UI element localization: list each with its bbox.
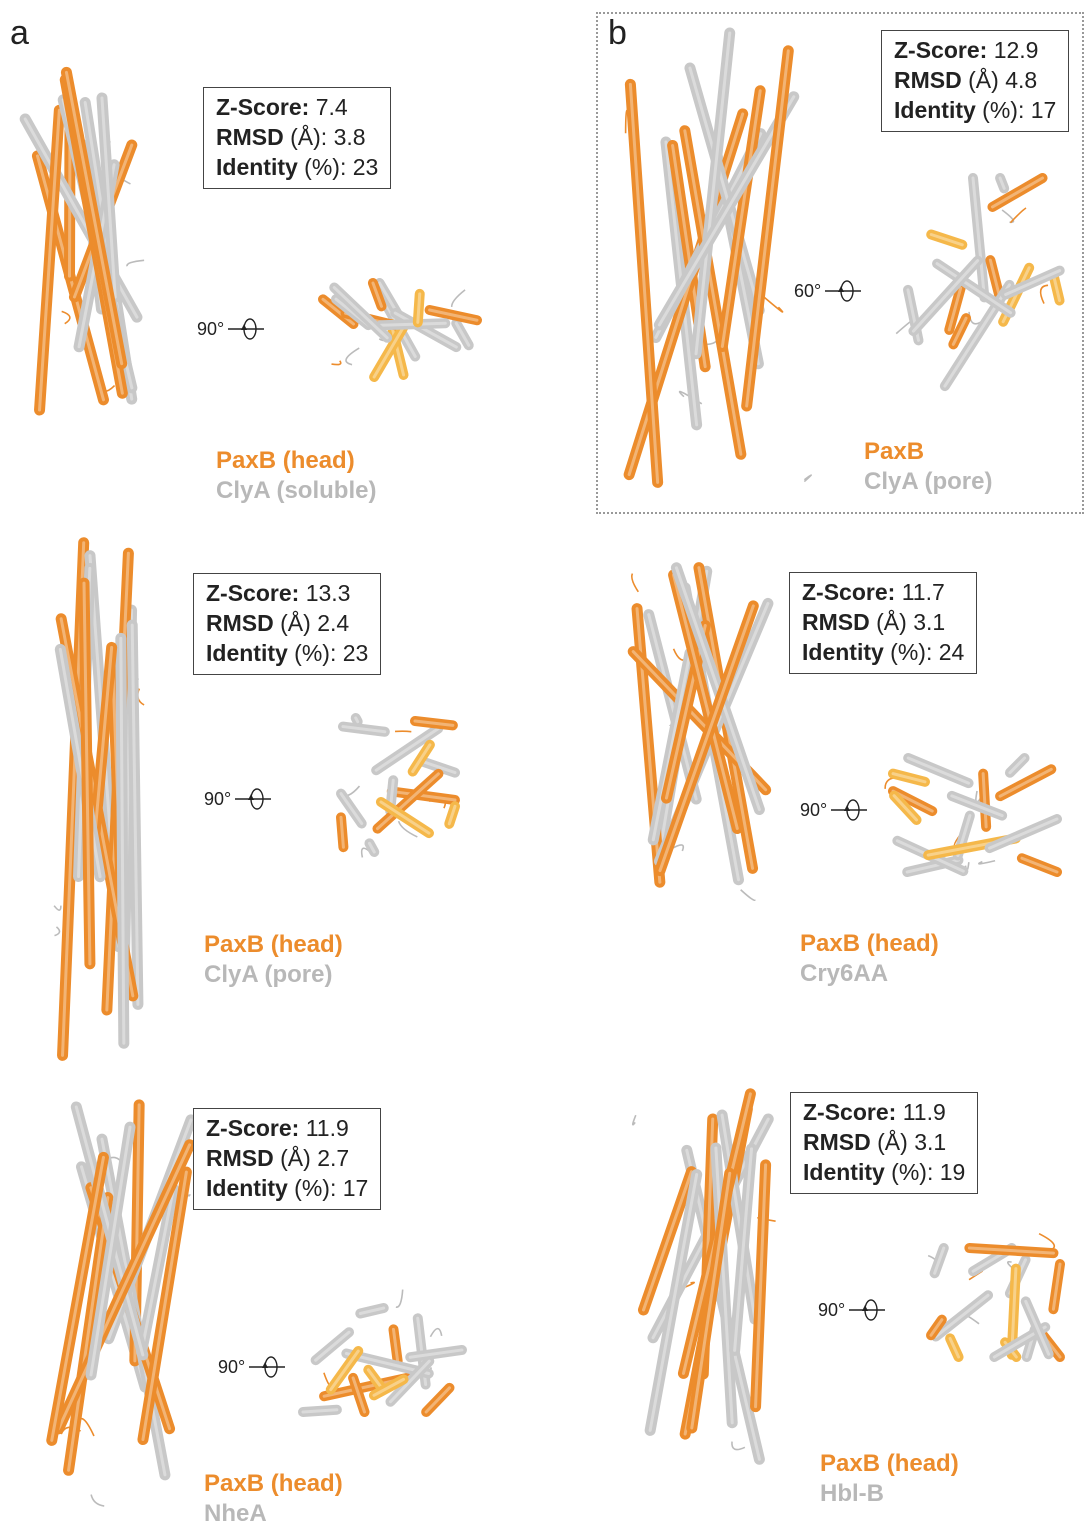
caption-5: PaxB (head) NheA	[204, 1469, 343, 1529]
caption-reference: Hbl-B	[820, 1479, 959, 1509]
caption-1: PaxB (head) ClyA (soluble)	[216, 446, 376, 506]
structure-side-view-6	[630, 1085, 790, 1475]
caption-2: PaxB ClyA (pore)	[864, 437, 992, 497]
caption-query: PaxB (head)	[204, 1469, 343, 1499]
rotation-marker-5: 90°	[218, 1354, 287, 1380]
caption-reference: ClyA (pore)	[204, 960, 343, 990]
caption-4: PaxB (head) Cry6AA	[800, 929, 939, 989]
caption-query: PaxB (head)	[820, 1449, 959, 1479]
stats-box-3: Z-Score: 13.3 RMSD (Å) 2.4 Identity (%):…	[193, 573, 381, 675]
caption-reference: NheA	[204, 1499, 343, 1529]
rotation-marker-2: 60°	[794, 278, 863, 304]
rotation-arrow-icon	[226, 316, 266, 342]
caption-reference: ClyA (soluble)	[216, 476, 376, 506]
stats-box-4: Z-Score: 11.7 RMSD (Å) 3.1 Identity (%):…	[789, 572, 977, 674]
stats-box-1: Z-Score: 7.4 RMSD (Å): 3.8 Identity (%):…	[203, 87, 391, 189]
structure-side-view-3	[40, 535, 150, 1070]
caption-query: PaxB (head)	[216, 446, 376, 476]
structure-top-view-3	[338, 715, 458, 855]
caption-reference: Cry6AA	[800, 959, 939, 989]
structure-side-view-4	[618, 555, 778, 945]
rotation-marker-6: 90°	[818, 1297, 887, 1323]
caption-reference: ClyA (pore)	[864, 467, 992, 497]
structure-top-view-2	[905, 175, 1075, 405]
structure-top-view-6	[928, 1245, 1063, 1360]
stats-box-6: Z-Score: 11.9 RMSD (Å) 3.1 Identity (%):…	[790, 1092, 978, 1194]
rotation-marker-3: 90°	[204, 786, 273, 812]
caption-6: PaxB (head) Hbl-B	[820, 1449, 959, 1509]
structure-top-view-4	[890, 755, 1060, 875]
structure-side-view-2	[618, 25, 818, 505]
rotation-arrow-icon	[247, 1354, 287, 1380]
rotation-arrow-icon	[829, 797, 869, 823]
rotation-arrow-icon	[233, 786, 273, 812]
structure-top-view-5	[300, 1305, 465, 1415]
stats-box-5: Z-Score: 11.9 RMSD (Å) 2.7 Identity (%):…	[193, 1108, 381, 1210]
caption-query: PaxB (head)	[204, 930, 343, 960]
caption-3: PaxB (head) ClyA (pore)	[204, 930, 343, 990]
structure-side-view-1	[15, 65, 145, 445]
caption-query: PaxB (head)	[800, 929, 939, 959]
rotation-arrow-icon	[847, 1297, 887, 1323]
rotation-marker-1: 90°	[197, 316, 266, 342]
rotation-arrow-icon	[823, 278, 863, 304]
rotation-marker-4: 90°	[800, 797, 869, 823]
panel-a-label: a	[10, 14, 29, 53]
stats-box-2: Z-Score: 12.9 RMSD (Å) 4.8 Identity (%):…	[881, 30, 1069, 132]
structure-side-view-5	[40, 1085, 200, 1520]
structure-top-view-1	[320, 280, 480, 380]
caption-query: PaxB	[864, 437, 992, 467]
